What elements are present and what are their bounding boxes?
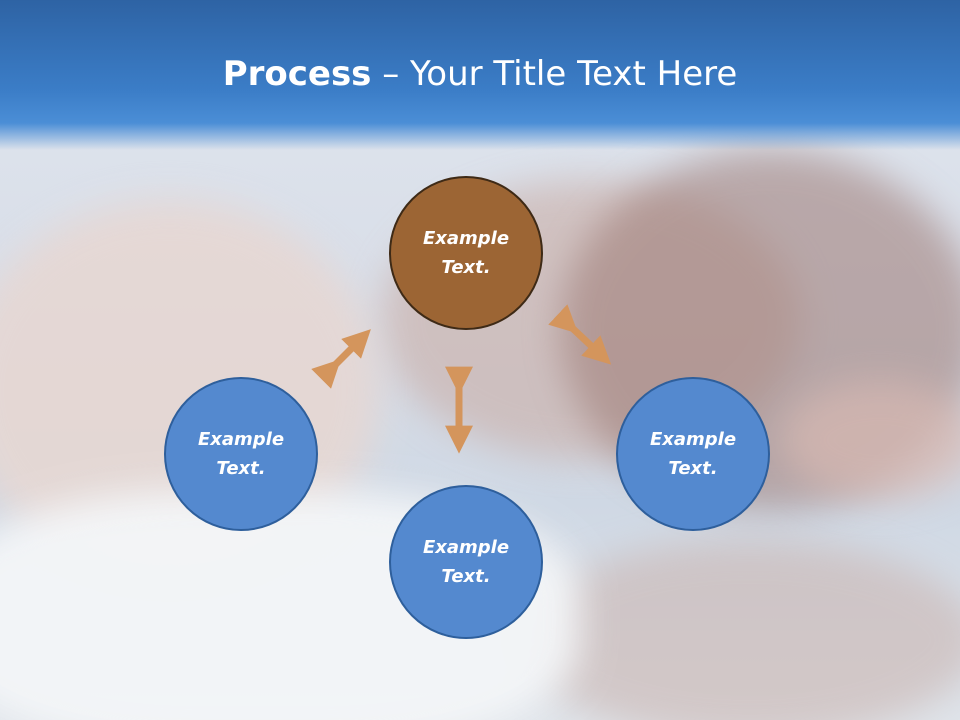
process-node-right-label: Example Text. (649, 429, 737, 479)
process-node-bottom: Example Text. (389, 485, 543, 639)
arrow-top-left (311, 329, 371, 389)
process-node-right: Example Text. (616, 377, 770, 531)
process-node-bottom-label: Example Text. (422, 537, 510, 587)
background-photo-hand (780, 380, 960, 500)
slide-title-bold: Process (222, 54, 372, 94)
slide-title-rest: – Your Title Text Here (371, 54, 738, 94)
process-node-left: Example Text. (164, 377, 318, 531)
slide-title: Process – Your Title Text Here (0, 52, 960, 96)
arrow-top-right (548, 304, 612, 365)
background-photo-arm (520, 540, 960, 720)
process-node-left-label: Example Text. (197, 429, 285, 479)
process-node-top: Example Text. (389, 176, 543, 330)
process-node-top-label: Example Text. (422, 228, 510, 278)
title-bar (0, 0, 960, 150)
